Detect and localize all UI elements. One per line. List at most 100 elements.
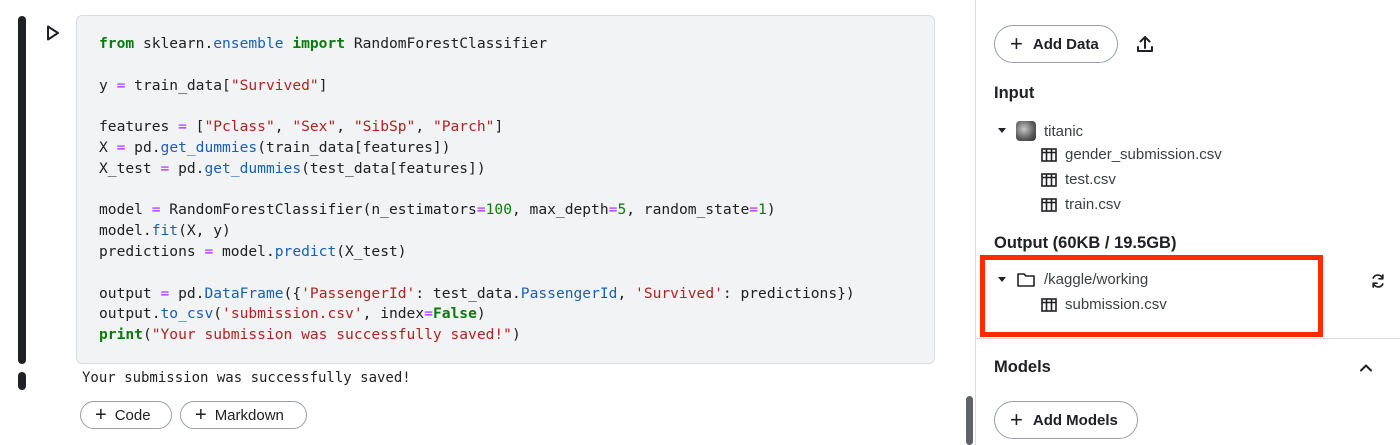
upload-button[interactable] [1134,33,1156,55]
refresh-icon [1372,274,1384,288]
code-token: [ [186,118,205,136]
scrollbar-thumb[interactable] [966,396,973,445]
highlight-box [980,255,1323,337]
code-line: output.to_csv('submission.csv', index=Fa… [99,304,855,325]
code-content[interactable]: from sklearn.ensemble import RandomFores… [99,34,855,346]
code-token: RandomForestClassifier [345,35,548,52]
collapse-models-button[interactable] [1356,358,1376,378]
add-data-label: Add Data [1032,35,1099,53]
code-token: X [99,138,117,156]
code-line: X_test = pd.get_dummies(test_data[featur… [99,159,855,180]
refresh-button[interactable] [1369,272,1387,290]
plus-icon: + [95,404,107,426]
dataset-name: titanic [1044,122,1084,140]
code-token: RandomForestClassifier(n_estimators [160,201,477,219]
add-data-button[interactable]: + Add Data [994,25,1118,63]
cell-selection-bar [18,16,26,364]
code-token: y [99,76,117,94]
code-token: pd. [125,138,161,156]
code-token: ensemble [213,35,284,52]
code-token: import [292,35,346,52]
code-token: = [116,138,126,156]
code-token: 1 [758,201,767,219]
file-row[interactable]: submission.csv [1041,296,1167,313]
add-markdown-cell-button[interactable]: + Markdown [180,401,307,429]
file-name: train.csv [1065,196,1121,213]
code-token: : test_data. [415,284,521,302]
code-line: print("Your submission was successfully … [99,325,855,346]
code-token: "Sex" [292,118,337,136]
code-token: (X_test) [336,242,407,260]
dataset-thumbnail [1016,121,1036,141]
code-token: = [424,305,433,323]
table-icon [1041,197,1057,212]
code-token: = [749,201,759,219]
upload-icon [1137,36,1153,52]
code-token: model. [99,222,152,240]
code-token: = [116,76,126,94]
code-token: train_data[ [125,76,231,94]
code-line [99,55,855,76]
code-line: output = pd.DataFrame({'PassengerId': te… [99,284,855,305]
code-token: ] [318,76,328,94]
add-code-cell-button[interactable]: + Code [80,401,172,429]
code-line: model = RandomForestClassifier(n_estimat… [99,200,855,221]
code-token: , index [362,305,425,323]
code-line: model.fit(X, y) [99,221,855,242]
code-token: output. [99,305,161,323]
file-row[interactable]: train.csv [1041,196,1121,213]
code-token: predictions [99,242,205,260]
add-models-label: Add Models [1032,411,1118,429]
code-token: X_test [99,159,161,177]
code-token: get_dummies [204,159,302,177]
code-token: 'PassengerId' [301,284,416,302]
collapse-caret-icon[interactable] [996,274,1008,286]
play-icon [47,25,59,41]
output-selection-bar [18,372,26,390]
code-token: ) [766,201,776,219]
collapse-caret-icon[interactable] [996,125,1008,137]
code-token: ) [476,305,486,323]
table-icon [1041,297,1057,312]
code-token: 'Survived' [635,284,723,302]
input-dataset-row[interactable]: titanic [996,121,1083,141]
code-token: ({ [283,284,302,302]
code-token: , [617,284,636,302]
plus-icon: + [1010,407,1023,432]
code-token: predict [274,242,337,260]
file-row[interactable]: gender_submission.csv [1041,146,1222,163]
models-section-title: Models [994,358,1051,376]
code-line: predictions = model.predict(X_test) [99,242,855,263]
code-token: = [160,284,170,302]
code-token: False [432,305,477,323]
code-token: ( [142,326,152,344]
code-token: (test_data[features]) [301,159,486,177]
code-token: DataFrame [204,284,284,302]
code-line [99,263,855,284]
code-token: fit [151,222,179,240]
code-token: , [274,118,293,136]
code-line [99,180,855,201]
code-token: , [415,118,433,136]
code-token: model. [213,242,275,260]
code-token: print [99,326,143,344]
code-token: features [99,118,179,136]
code-editor[interactable]: from sklearn.ensemble import RandomFores… [76,15,935,364]
table-icon [1041,147,1057,162]
code-token: pd. [169,159,205,177]
code-token: "Survived" [230,76,319,94]
file-name: submission.csv [1065,296,1167,313]
cell-output: Your submission was successfully saved! [82,370,411,386]
file-row[interactable]: test.csv [1041,171,1116,188]
run-cell-button[interactable] [43,23,63,43]
plus-icon: + [1010,31,1023,56]
code-token: model [99,201,152,219]
folder-icon [1017,272,1035,287]
table-icon [1041,172,1057,187]
code-token: : predictions}) [722,284,855,302]
add-models-button[interactable]: + Add Models [994,401,1138,439]
code-token: 100 [485,201,512,219]
chevron-up-icon [1360,364,1372,372]
output-folder-row[interactable]: /kaggle/working [996,271,1148,288]
code-token: = [151,201,161,219]
